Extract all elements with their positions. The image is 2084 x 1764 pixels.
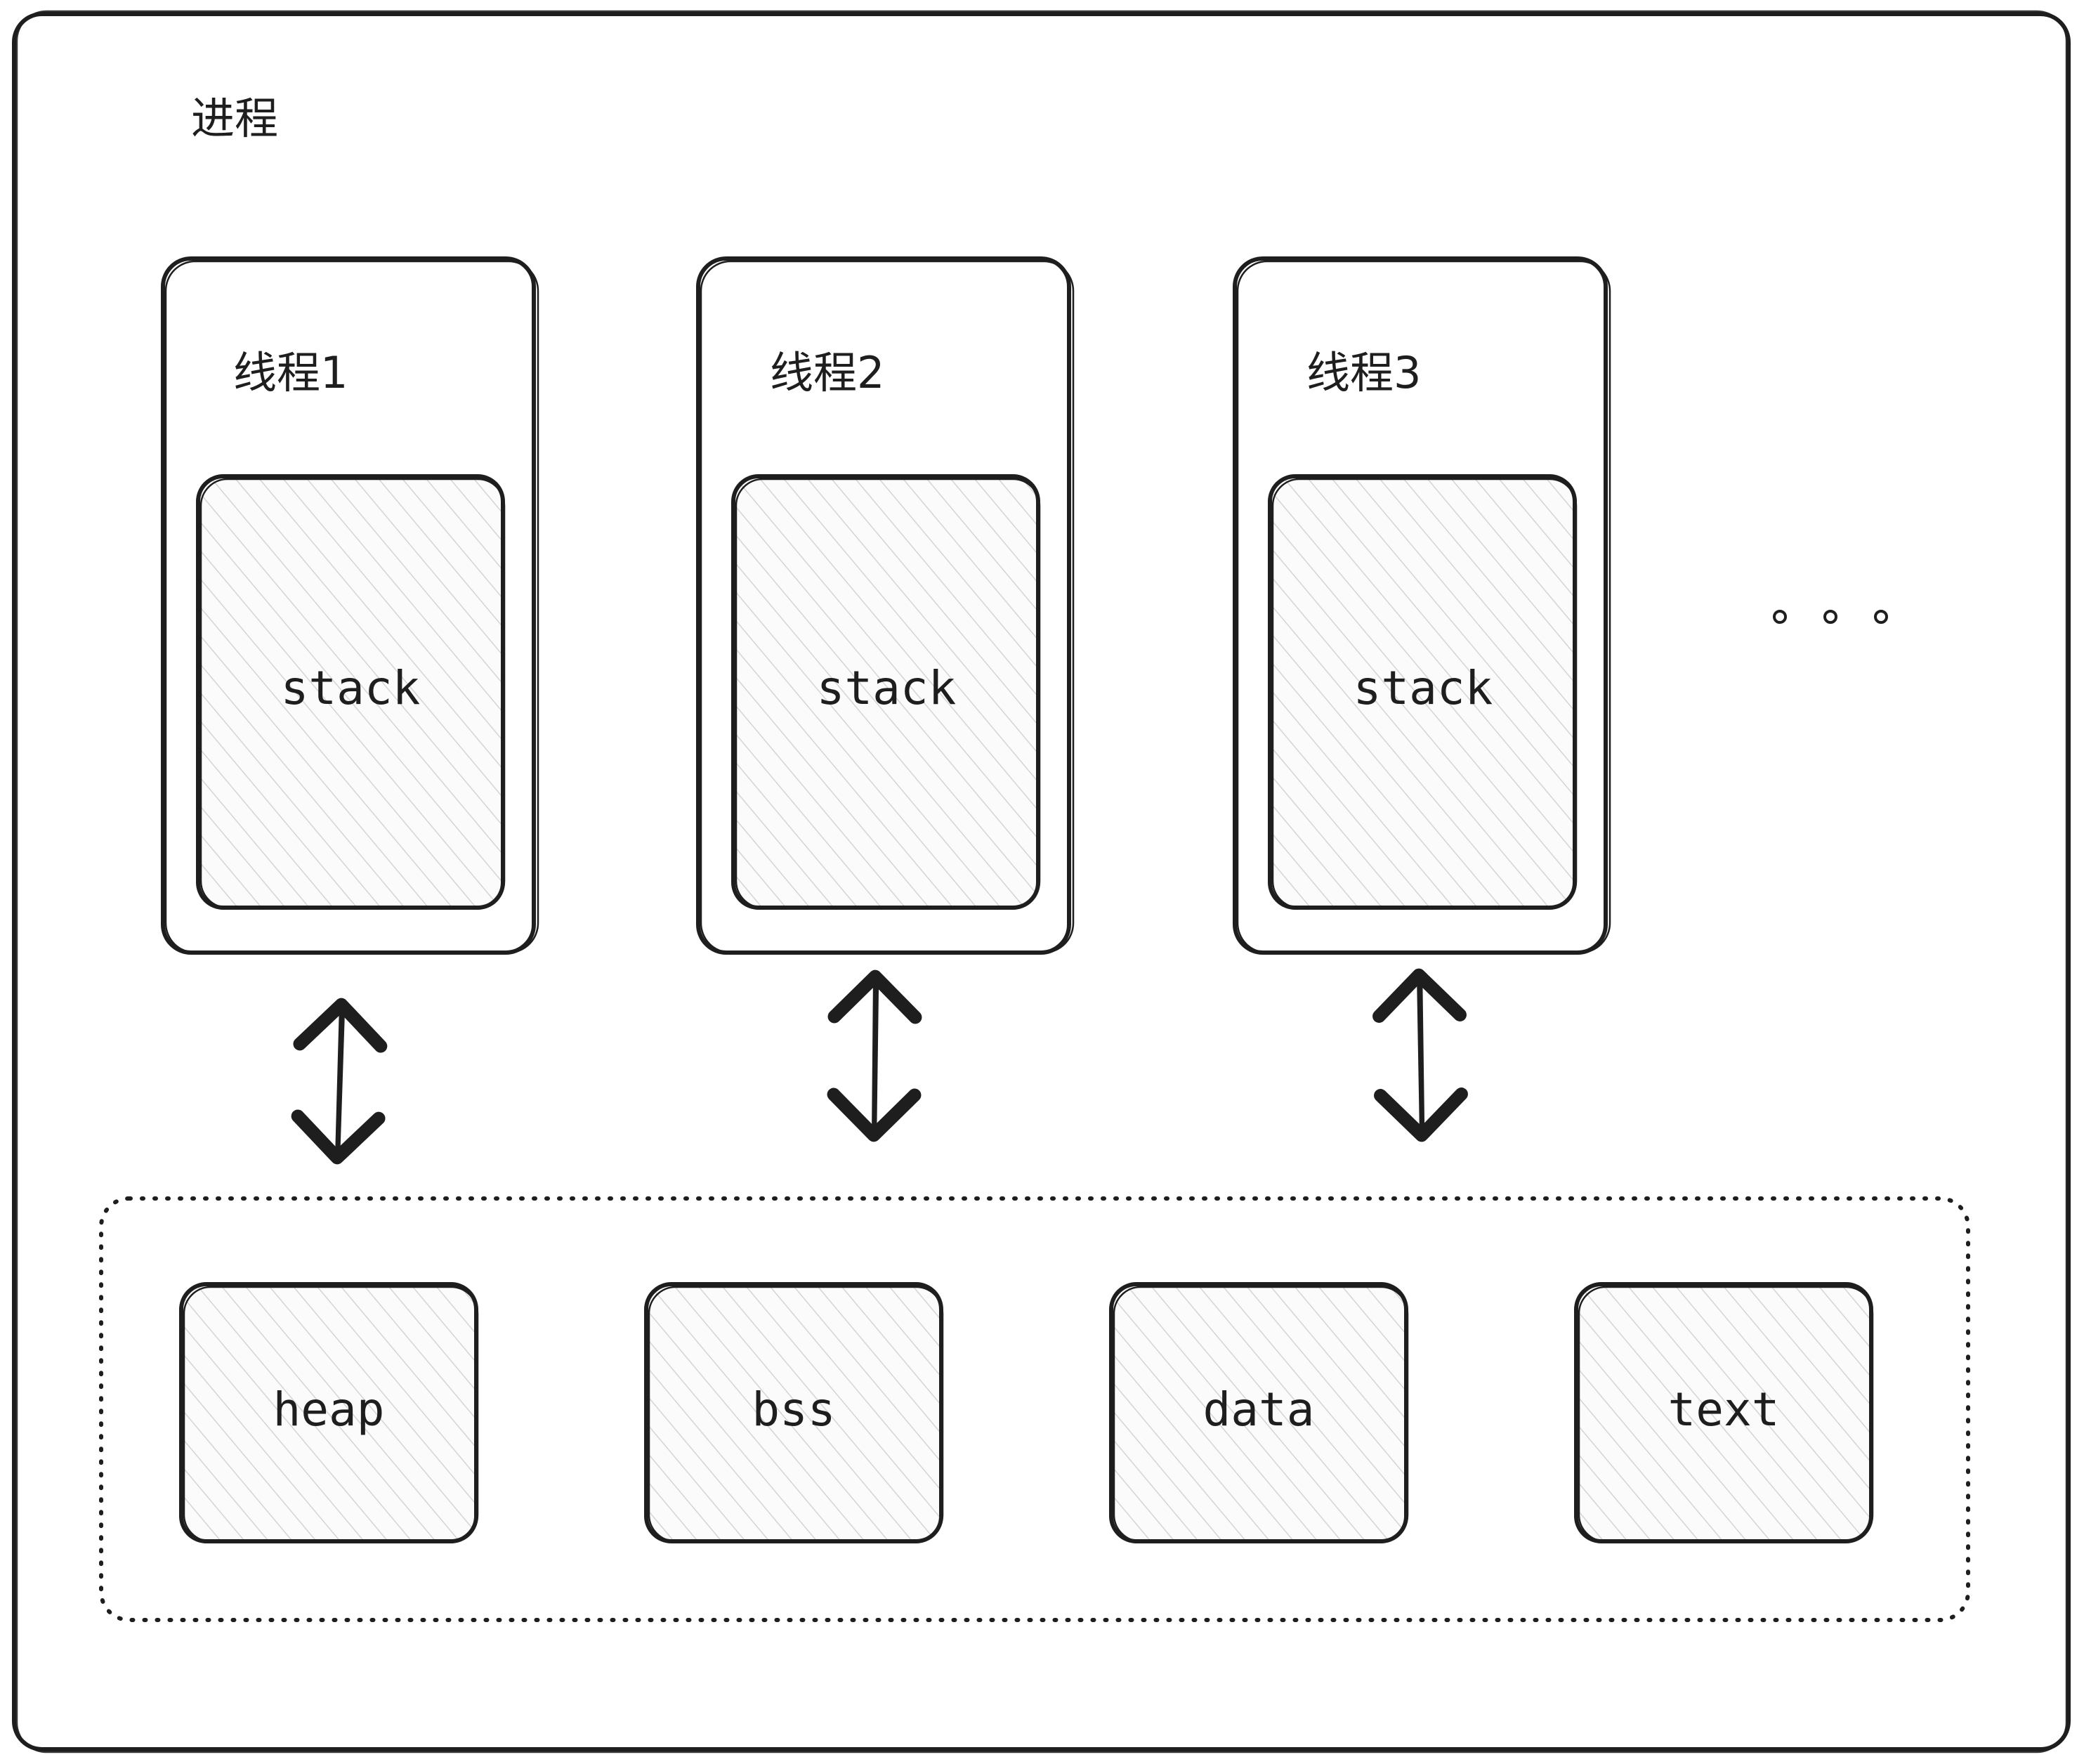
thread-3-shared-arrow: [1372, 968, 1468, 1142]
thread-2-shared-arrow: [827, 969, 922, 1142]
thread-3-stack: stack: [1268, 474, 1578, 910]
more-threads-ellipsis: [1773, 610, 1888, 624]
thread-1-label: 线程1: [233, 347, 348, 398]
thread-1-shared-arrow: [291, 998, 388, 1165]
thread-3-stack-label: stack: [1354, 661, 1493, 715]
thread-2-label: 线程2: [770, 347, 884, 398]
segment-bss-label: bss: [752, 1383, 835, 1437]
thread-1-stack: stack: [196, 474, 506, 910]
segment-data-label: data: [1203, 1383, 1315, 1437]
thread-1: 线程1 stack: [161, 256, 539, 955]
thread-1-stack-label: stack: [281, 661, 421, 715]
thread-3: 线程3 stack: [1233, 256, 1611, 955]
segment-bss: bss: [644, 1282, 944, 1543]
ellipsis-dot-3: [1874, 610, 1888, 624]
segment-text-label: text: [1668, 1383, 1780, 1437]
segment-heap: heap: [179, 1282, 479, 1543]
shared-memory-region: [99, 1196, 1970, 1622]
ellipsis-dot-2: [1823, 610, 1837, 624]
segment-data: data: [1109, 1282, 1409, 1543]
thread-2-stack: stack: [731, 474, 1041, 910]
ellipsis-dot-1: [1773, 610, 1787, 624]
thread-2: 线程2 stack: [696, 256, 1075, 955]
thread-3-label: 线程3: [1306, 347, 1421, 398]
segment-text: text: [1574, 1282, 1874, 1543]
segment-heap-label: heap: [273, 1383, 385, 1437]
thread-2-stack-label: stack: [817, 661, 957, 715]
process-label: 进程: [191, 93, 278, 144]
process-container: 进程: [12, 10, 2071, 1753]
